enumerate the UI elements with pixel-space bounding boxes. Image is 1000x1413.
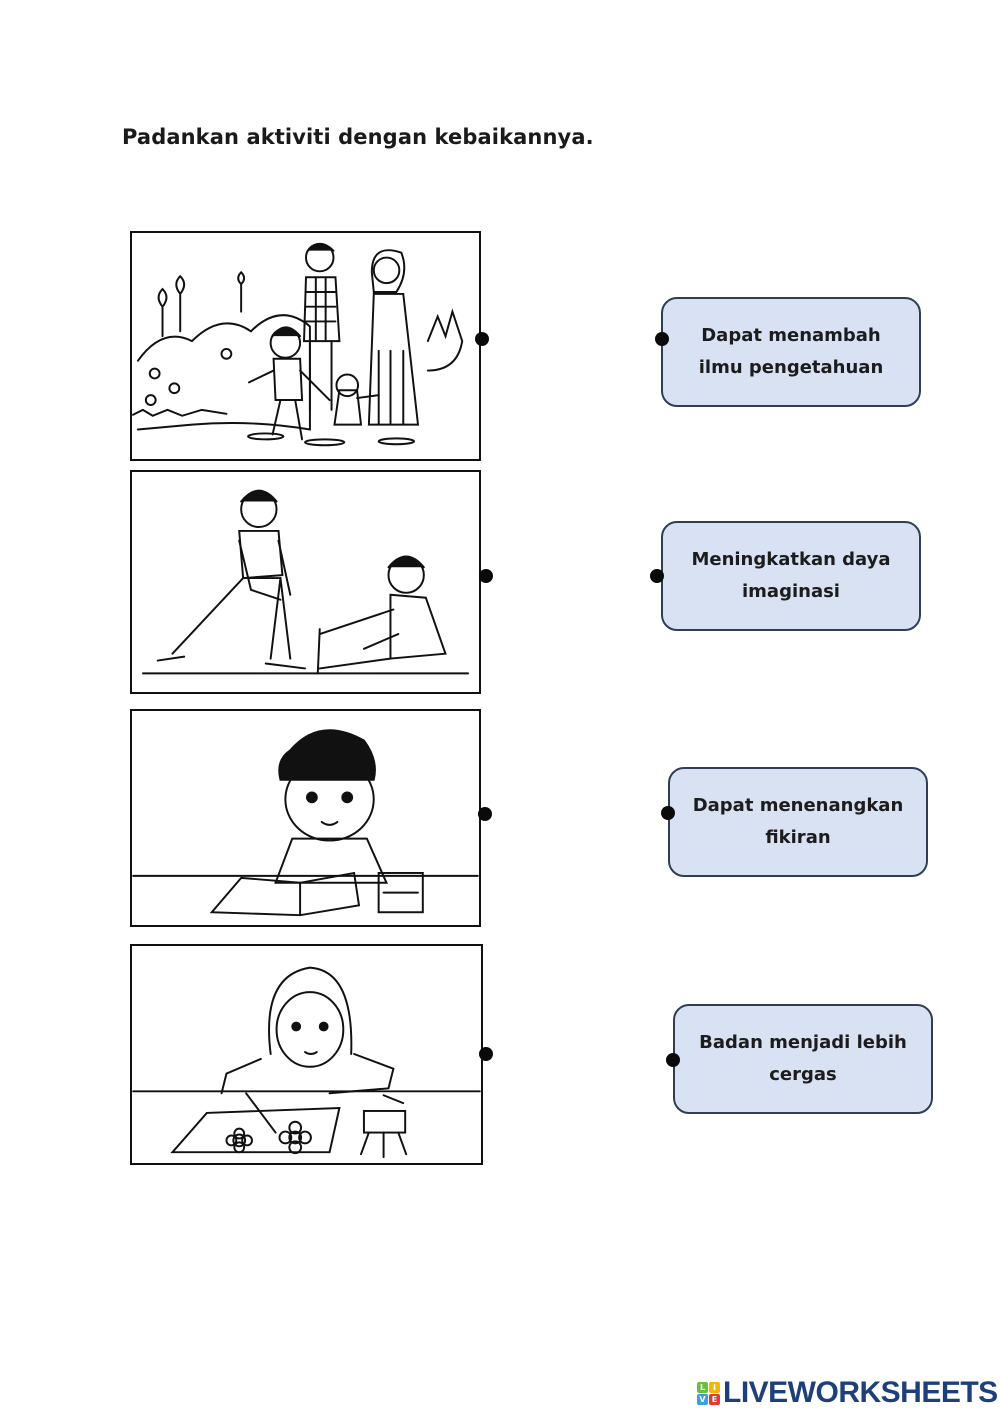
benefit-label: Dapat menambah ilmu pengetahuan [698, 325, 884, 378]
activity-image-reading [130, 709, 481, 927]
benefit-label: Dapat menenangkan fikiran [692, 795, 904, 848]
drawing-illustration [132, 966, 481, 1159]
benefit-card-imagination[interactable]: Meningkatkan daya imaginasi [661, 521, 921, 631]
activity-image-family-walk [130, 231, 481, 461]
liveworksheets-logo: L I V E LIVEWORKSHEETS [697, 1378, 998, 1408]
logo-letter-v: V [697, 1393, 708, 1405]
benefit-connector-dot-3[interactable] [661, 806, 675, 820]
benefit-card-knowledge[interactable]: Dapat menambah ilmu pengetahuan [661, 297, 921, 407]
stretching-illustration [141, 489, 470, 675]
activity-connector-dot-3[interactable] [478, 807, 492, 821]
benefit-connector-dot-4[interactable] [666, 1053, 680, 1067]
worksheet-instruction: Padankan aktiviti dengan kebaikannya. [122, 125, 594, 149]
reading-illustration [132, 729, 479, 917]
benefit-label: Meningkatkan daya imaginasi [691, 549, 891, 602]
logo-letter-i: I [709, 1381, 720, 1393]
activity-image-stretching [130, 470, 481, 694]
benefit-label: Badan menjadi lebih cergas [699, 1032, 907, 1085]
activity-connector-dot-4[interactable] [479, 1047, 493, 1061]
benefit-card-fitness[interactable]: Badan menjadi lebih cergas [673, 1004, 933, 1114]
logo-letter-e: E [709, 1393, 720, 1405]
live-blocks-icon: L I V E [697, 1381, 720, 1405]
brand-name: LIVEWORKSHEETS [723, 1376, 998, 1409]
logo-letter-l: L [697, 1381, 708, 1393]
activity-connector-dot-2[interactable] [479, 569, 493, 583]
benefit-connector-dot-1[interactable] [655, 332, 669, 346]
benefit-card-calm-mind[interactable]: Dapat menenangkan fikiran [668, 767, 928, 877]
benefit-connector-dot-2[interactable] [650, 569, 664, 583]
activity-image-drawing [130, 944, 483, 1165]
family-walk-illustration [132, 242, 464, 447]
activity-connector-dot-1[interactable] [475, 332, 489, 346]
